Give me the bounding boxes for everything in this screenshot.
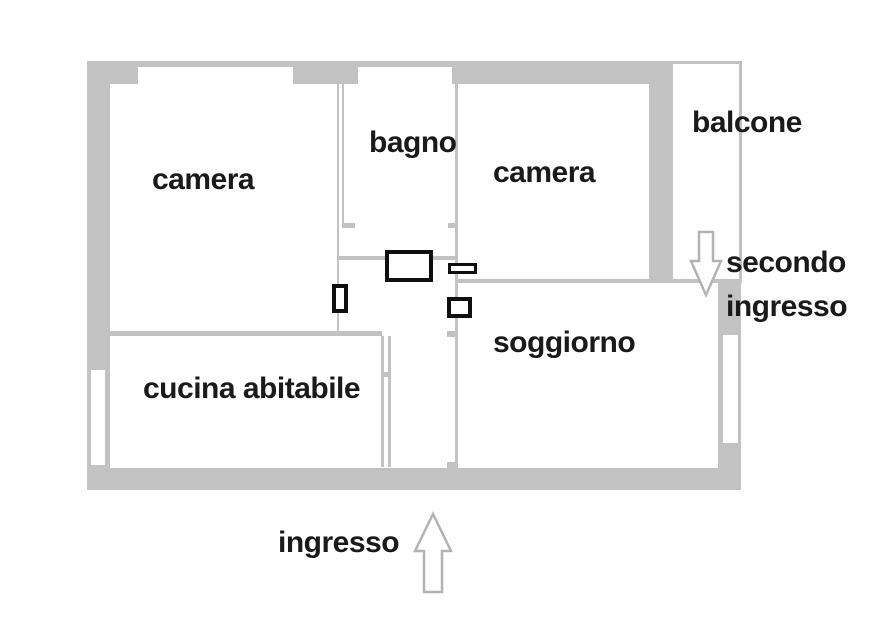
window-soggiorno [723, 335, 738, 443]
fixture-hall-small-horizontal [448, 263, 477, 274]
wall-soggiorno-top [458, 279, 741, 283]
window-cucina [91, 370, 105, 465]
balcony-left-wall [649, 61, 673, 283]
secondary-entrance-arrow-icon [689, 230, 723, 299]
room-label-bagno: bagno [369, 126, 457, 159]
bagno-door-jamb-right [448, 223, 455, 228]
wall-camera-left-right [337, 84, 339, 332]
room-label-camera-left: camera [152, 163, 255, 196]
label-ingresso-main: ingresso [278, 526, 400, 559]
balcony-top-edge [673, 61, 742, 64]
room-label-soggiorno: soggiorno [493, 326, 636, 359]
wall-cucina-top [108, 331, 382, 336]
label-secondo-ingresso-line2: ingresso [726, 290, 848, 323]
window-bagno [358, 67, 452, 84]
fixture-hall-vertical [332, 284, 348, 313]
wall-cucina-right-inner [388, 336, 391, 467]
outer-wall-bottom [87, 468, 741, 490]
cucina-door-jamb [381, 372, 391, 377]
room-label-camera-right: camera [493, 156, 596, 189]
label-secondo-ingresso-line1: secondo [726, 246, 846, 279]
balcony-right-edge [739, 61, 742, 283]
corridor-jamb-bottom [447, 462, 458, 468]
corridor-jamb-top [447, 331, 458, 337]
window-camera-left [138, 67, 293, 84]
bagno-door-jamb-left [344, 223, 355, 228]
wall-cucina-right-outer [381, 336, 384, 467]
room-label-balcone: balcone [692, 106, 802, 139]
main-entrance-arrow-icon [413, 511, 453, 594]
fixture-hall-large [385, 250, 433, 282]
room-label-cucina: cucina abitabile [143, 372, 361, 405]
wall-bagno-left [342, 84, 344, 228]
fixture-hall-square [447, 297, 472, 318]
wall-bagno-right [455, 84, 458, 467]
